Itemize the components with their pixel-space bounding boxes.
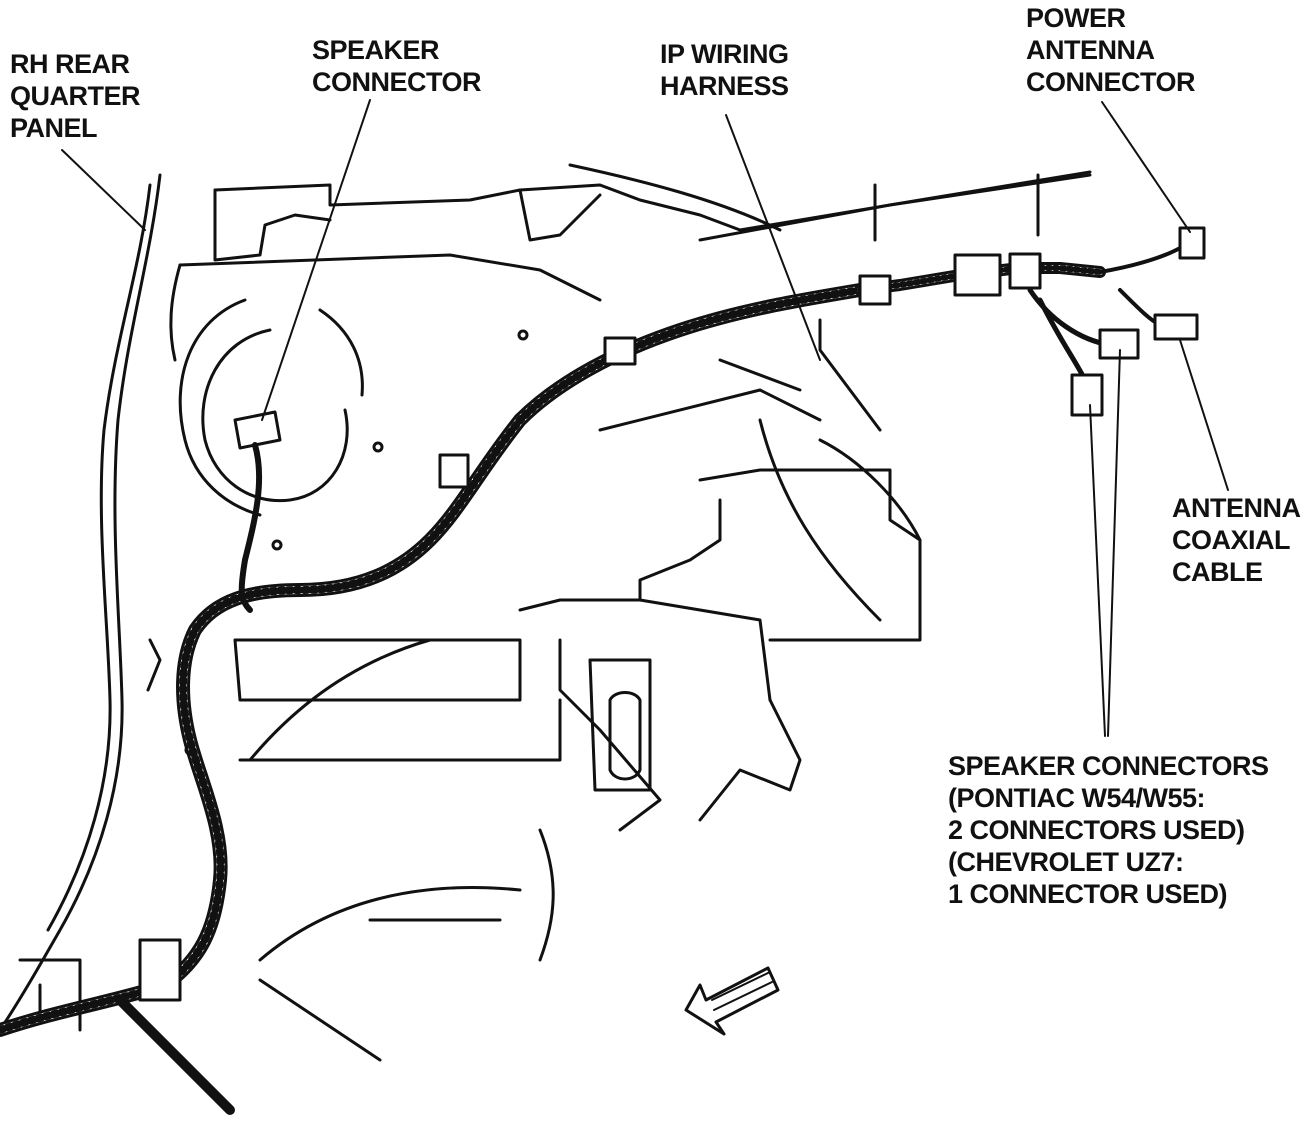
label-line: IP WIRING [660, 39, 789, 69]
label-line: CONNECTOR [1026, 67, 1196, 97]
label-line: HARNESS [660, 71, 789, 101]
leader-lines [61, 99, 1229, 737]
quarter-panel [0, 173, 162, 1032]
label-line: COAXIAL [1172, 525, 1290, 555]
speaker-connectors-label: SPEAKER CONNECTORS (PONTIAC W54/W55: 2 C… [948, 750, 1269, 910]
rh-rear-quarter-panel-label: RH REAR QUARTER PANEL [10, 48, 141, 144]
label-line: (PONTIAC W54/W55: [948, 783, 1206, 813]
speaker-connector-label: SPEAKER CONNECTOR [312, 34, 482, 98]
label-line: ANTENNA [1172, 493, 1301, 523]
speaker-connector [233, 410, 282, 613]
label-line: ANTENNA [1026, 35, 1155, 65]
label-line: PANEL [10, 113, 98, 143]
ip-wiring-harness [0, 252, 1106, 1115]
right-branch-connectors [184, 173, 1206, 756]
label-line: SPEAKER [312, 35, 440, 65]
label-line: 1 CONNECTOR USED) [948, 879, 1228, 909]
label-line: 2 CONNECTORS USED) [948, 815, 1245, 845]
speaker-opening [178, 298, 364, 517]
power-antenna-connector-label: POWER ANTENNA CONNECTOR [1026, 2, 1196, 98]
label-line: CONNECTOR [312, 67, 482, 97]
floor-lines [233, 318, 922, 1062]
front-direction-arrow-icon [684, 966, 780, 1036]
package-shelf [169, 163, 1092, 362]
ip-wiring-harness-label: IP WIRING HARNESS [660, 38, 789, 102]
label-line: QUARTER [10, 81, 141, 111]
label-line: (CHEVROLET UZ7: [948, 847, 1184, 877]
antenna-coaxial-cable-label: ANTENNA COAXIAL CABLE [1172, 492, 1301, 588]
label-line: SPEAKER CONNECTORS [948, 751, 1269, 781]
label-line: RH REAR [10, 49, 130, 79]
label-line: CABLE [1172, 557, 1263, 587]
label-line: POWER [1026, 3, 1126, 33]
